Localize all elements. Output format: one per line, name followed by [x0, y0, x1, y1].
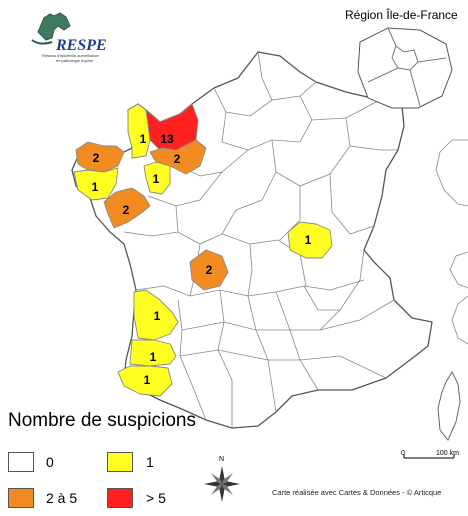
legend-swatch-2: [8, 488, 34, 508]
dept-haute-vienne: [189, 249, 229, 291]
logo-subtitle-line-2: en pathologie équine: [56, 58, 94, 63]
label-ille-et-vilaine: 1: [92, 180, 99, 194]
label-landes: 1: [150, 350, 157, 364]
legend-swatch-3: [107, 488, 133, 508]
logo-subtitle-line-1: Réseau d'épidémio-surveillance: [42, 53, 99, 58]
legend-label-1: 1: [146, 454, 154, 470]
horse-head-icon: [37, 12, 71, 41]
label-haute-vienne: 2: [206, 263, 213, 277]
legend-swatch-1: [107, 452, 133, 472]
scale-end: 100 km: [436, 450, 459, 457]
label-gironde: 1: [154, 309, 161, 323]
label-loire-atlantique: 2: [123, 203, 130, 217]
legend-swatch-0: [8, 452, 34, 472]
map-credit: Carte réalisée avec Cartes & Données - ©…: [272, 488, 442, 497]
label-calvados: 13: [160, 132, 174, 146]
legend-label-3: > 5: [146, 490, 166, 506]
department-borders: [123, 51, 398, 428]
compass-north-label: N: [219, 456, 224, 463]
dept-gironde: [133, 289, 179, 341]
inset-title: Région Île-de-France: [345, 8, 458, 22]
corsica-outline: [437, 370, 461, 441]
label-pyrenees-atlantiques: 1: [144, 373, 151, 387]
dept-landes: [129, 339, 177, 367]
dept-cote-d-or: [287, 221, 333, 259]
logo-name: RESPE: [55, 37, 107, 54]
dept-pyrenees-atlantiques: [117, 365, 173, 397]
dept-loire-atlantique: [103, 187, 151, 229]
dept-ille-et-vilaine: [73, 167, 119, 201]
dept-cotes-d-armor: [75, 141, 125, 173]
dept-manche: [127, 103, 151, 159]
region-labels: 1 13 2 2 1 1 2 1 2 1 1 1: [92, 132, 312, 387]
label-mayenne: 1: [153, 172, 160, 186]
scale-start: 0: [401, 450, 405, 457]
label-cote-d-or: 1: [305, 233, 312, 247]
ile-de-france-inset: [357, 27, 453, 109]
dept-mayenne: [143, 161, 171, 195]
compass-rose-icon: [204, 466, 240, 502]
legend-label-0: 0: [46, 454, 54, 470]
scale-bar: 0 100 km: [401, 450, 459, 459]
inset-outline: [357, 27, 453, 109]
legend-label-2: 2 à 5: [46, 490, 78, 506]
legend-title: Nombre de suspicions: [8, 410, 196, 431]
logo-swoosh-icon: [31, 39, 53, 45]
colored-departments: [73, 103, 333, 397]
inset-inner-borders: [367, 27, 447, 107]
respe-logo: RESPE Réseau d'épidémio-surveillance en …: [31, 12, 107, 63]
overseas-insets: [435, 139, 468, 345]
label-manche: 1: [140, 132, 147, 146]
label-cotes-d-armor: 2: [93, 151, 100, 165]
label-orne: 2: [174, 152, 181, 166]
